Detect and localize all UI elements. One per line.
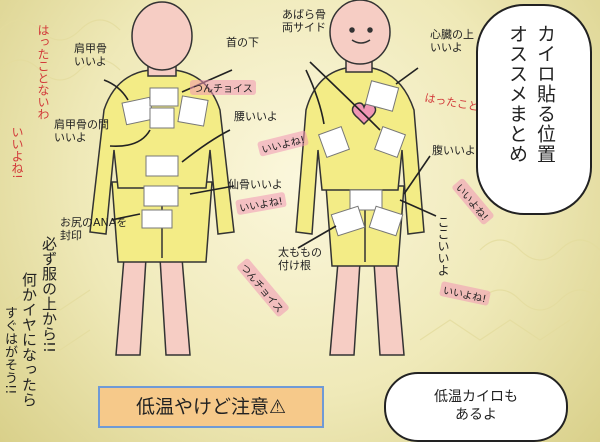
label-lower-back: 腰いいよ: [234, 110, 278, 123]
warning-banner: 低温やけど注意⚠: [98, 386, 324, 428]
title-bubble: カイロ貼る位置 オススメまとめ: [476, 4, 592, 215]
handwritten-col3: すぐはがそう!!: [2, 306, 17, 395]
pad-thigh-right: [368, 205, 404, 237]
handwritten-col2: 何かイヤになったら: [20, 272, 38, 407]
warning-text: 低温やけど注意: [135, 396, 269, 418]
label-heart: 心臓の上 いいよ: [430, 28, 474, 54]
pad-shoulder-right: [177, 95, 209, 127]
pad-lower-back: [145, 155, 179, 177]
pad-sacrum: [143, 185, 179, 207]
label-shoulder-blade: 肩甲骨 いいよ: [74, 42, 107, 68]
label-ribs: あばら骨 両サイド: [282, 8, 326, 34]
label-sacrum: 仙骨いいよ: [228, 178, 283, 191]
label-here: ここいいよ: [436, 216, 450, 276]
pad-buttocks: [141, 209, 173, 229]
note-bubble-line1: 低温カイロも: [434, 389, 518, 405]
label-shoulder-between: 肩甲骨の間 いいよ: [54, 118, 109, 144]
pad-ribs-right: [373, 125, 407, 159]
warning-icon: ⚠: [268, 396, 287, 418]
pad-ribs-left: [317, 125, 351, 159]
pad-between: [149, 107, 175, 129]
note-bubble: 低温カイロも あるよ: [384, 372, 568, 442]
label-neck-under: 首の下: [226, 36, 259, 49]
pad-neck: [149, 87, 179, 107]
note-neck-choice: つんチョイス: [190, 80, 256, 95]
title-line1: カイロ貼る位置: [534, 24, 556, 164]
pads: [121, 80, 407, 237]
pad-thigh-left: [330, 205, 366, 237]
note-between-good: いいよね!: [10, 126, 24, 179]
front-figure: [295, 0, 425, 356]
note-bubble-line2: あるよ: [455, 407, 497, 423]
handwritten-col1: 必ず服の上から!!: [40, 236, 58, 354]
pad-belly: [349, 189, 383, 211]
label-buttocks: お尻のANAを 封印: [60, 216, 128, 242]
title-line2: オススメまとめ: [506, 24, 528, 164]
arrows: [103, 61, 437, 249]
note-shoulder-tried: はったことないわ: [36, 24, 50, 120]
back-figure: [89, 1, 235, 356]
label-belly: 腹いいよ: [432, 144, 476, 157]
pad-heart: [364, 80, 400, 112]
label-thigh-root: 太ももの 付け根: [278, 246, 322, 272]
